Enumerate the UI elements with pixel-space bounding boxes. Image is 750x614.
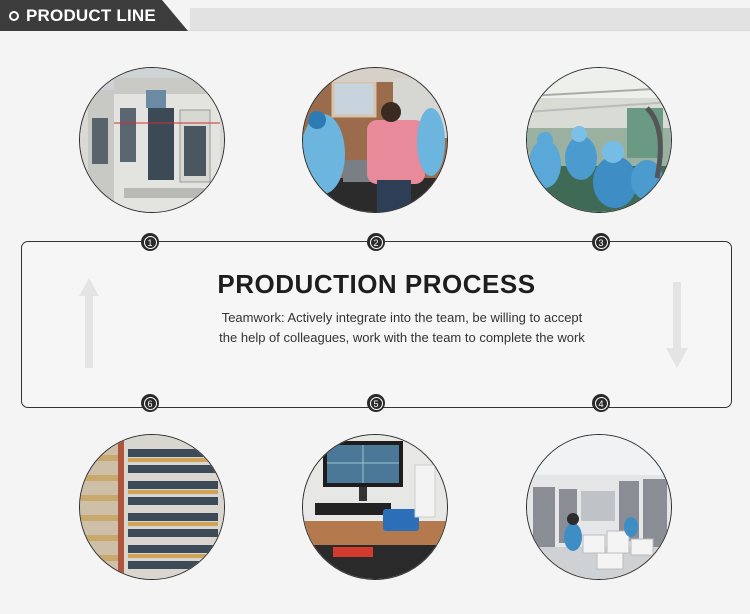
- step-badge-5: 5: [367, 394, 385, 412]
- photo-battery-testing-cabinets: [79, 67, 225, 213]
- step-number: 4: [594, 396, 608, 410]
- step-badge-4: 4: [592, 394, 610, 412]
- step-number: 5: [369, 396, 383, 410]
- up-arrow-icon: [79, 278, 99, 368]
- photo-assembly-line-workers: [526, 67, 672, 213]
- section-header: PRODUCT LINE: [0, 0, 750, 31]
- step-number: 3: [594, 235, 608, 249]
- step-number: 1: [143, 235, 157, 249]
- photo-workers-at-workbench: [302, 67, 448, 213]
- ring-icon: [9, 11, 19, 21]
- step-badge-1: 1: [141, 233, 159, 251]
- header-rule: [190, 8, 750, 31]
- photo-factory-floor-workstations: [526, 434, 672, 580]
- step-number: 2: [369, 235, 383, 249]
- photo-computer-workstation: [302, 434, 448, 580]
- down-arrow-icon: [666, 282, 688, 368]
- process-description: Teamwork: Actively integrate into the te…: [219, 310, 585, 345]
- step-number: 6: [143, 396, 157, 410]
- step-badge-6: 6: [141, 394, 159, 412]
- step-badge-3: 3: [592, 233, 610, 251]
- header-rule-line: [0, 30, 750, 31]
- header-label: PRODUCT LINE: [0, 0, 188, 31]
- production-process-panel: PRODUCTION PROCESS Teamwork: Actively in…: [21, 241, 732, 408]
- photo-battery-charging-racks: [79, 434, 225, 580]
- section-title: PRODUCT LINE: [26, 6, 156, 25]
- step-badge-2: 2: [367, 233, 385, 251]
- process-title: PRODUCTION PROCESS: [217, 269, 536, 299]
